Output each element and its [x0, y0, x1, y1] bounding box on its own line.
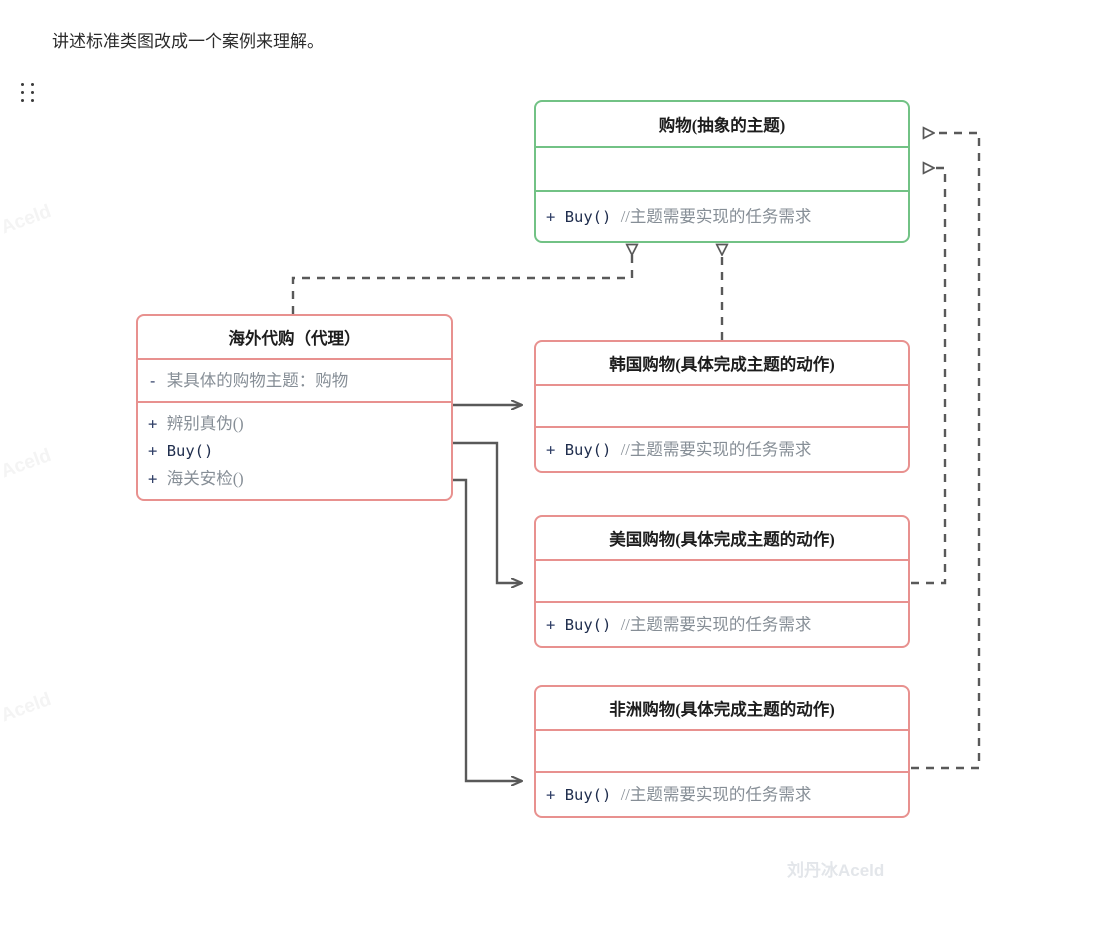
- uml-class-korea-shopping[interactable]: 韩国购物(具体完成主题的动作) + Buy() //主题需要实现的任务需求: [534, 340, 910, 473]
- uml-method: + Buy() //主题需要实现的任务需求: [546, 781, 898, 809]
- relation-africa-realizes-shopping: [911, 133, 981, 770]
- method-comment: //主题需要实现的任务需求: [620, 784, 812, 804]
- visibility-sigil: +: [148, 469, 158, 488]
- uml-class-title: 韩国购物(具体完成主题的动作): [536, 342, 908, 386]
- uml-class-title: 美国购物(具体完成主题的动作): [536, 517, 908, 561]
- method-comment: //主题需要实现的任务需求: [620, 439, 812, 459]
- uml-method: + 海关安检(): [148, 465, 441, 493]
- uml-method: + Buy(): [148, 438, 441, 465]
- uml-attributes-section: [536, 561, 908, 603]
- grip-dot: [31, 91, 34, 94]
- uml-method: + Buy() //主题需要实现的任务需求: [546, 436, 898, 464]
- method-signature: 海关安检(): [166, 468, 244, 488]
- uml-class-title: 购物(抽象的主题): [536, 102, 908, 148]
- grip-dot: [31, 99, 34, 102]
- visibility-sigil: +: [148, 441, 158, 460]
- visibility-sigil: +: [546, 615, 556, 634]
- method-signature: Buy(): [564, 207, 621, 226]
- uml-attributes-section: [536, 148, 908, 192]
- relation-usa-realizes-shopping: [911, 168, 947, 585]
- watermark-side: Aceld: [0, 444, 55, 483]
- uml-class-overseas-proxy[interactable]: 海外代购（代理） - 某具体的购物主题：购物 + 辨别真伪() + Buy() …: [136, 314, 453, 501]
- uml-class-title: 海外代购（代理）: [138, 316, 451, 360]
- method-signature: Buy(): [564, 440, 621, 459]
- uml-methods-section: + Buy() //主题需要实现的任务需求: [536, 192, 908, 241]
- method-comment: //主题需要实现的任务需求: [620, 614, 812, 634]
- visibility-sigil: -: [148, 371, 158, 390]
- attribute-text: 某具体的购物主题：购物: [166, 370, 349, 390]
- grip-dot: [21, 91, 24, 94]
- visibility-sigil: +: [546, 207, 556, 226]
- uml-method: + Buy() //主题需要实现的任务需求: [546, 611, 898, 639]
- method-signature: Buy(): [564, 785, 621, 804]
- uml-attributes-section: [536, 386, 908, 428]
- uml-method: + Buy() //主题需要实现的任务需求: [546, 203, 898, 231]
- watermark-side: Aceld: [0, 200, 55, 239]
- method-signature: 辨别真伪(): [166, 413, 244, 433]
- uml-methods-section: + Buy() //主题需要实现的任务需求: [536, 603, 908, 646]
- uml-class-usa-shopping[interactable]: 美国购物(具体完成主题的动作) + Buy() //主题需要实现的任务需求: [534, 515, 910, 648]
- uml-attribute: - 某具体的购物主题：购物: [148, 367, 441, 395]
- uml-attributes-section: [536, 731, 908, 773]
- relation-proxy-uses-usa: [453, 441, 522, 583]
- watermark-side: Aceld: [0, 688, 55, 727]
- grip-dot: [21, 99, 24, 102]
- watermark-author: 刘丹冰Aceld: [787, 861, 885, 880]
- grip-dot: [21, 83, 24, 86]
- visibility-sigil: +: [148, 414, 158, 433]
- uml-class-africa-shopping[interactable]: 非洲购物(具体完成主题的动作) + Buy() //主题需要实现的任务需求: [534, 685, 910, 818]
- method-comment: //主题需要实现的任务需求: [620, 206, 812, 226]
- visibility-sigil: +: [546, 440, 556, 459]
- page-title: 讲述标准类图改成一个案例来理解。: [52, 32, 324, 51]
- uml-methods-section: + 辨别真伪() + Buy() + 海关安检(): [138, 403, 451, 499]
- uml-class-title: 非洲购物(具体完成主题的动作): [536, 687, 908, 731]
- method-signature: Buy(): [166, 441, 214, 460]
- grip-dots-icon[interactable]: [21, 83, 35, 103]
- relation-proxy-realizes-shopping: [291, 245, 632, 314]
- uml-methods-section: + Buy() //主题需要实现的任务需求: [536, 428, 908, 471]
- uml-attributes-section: - 某具体的购物主题：购物: [138, 360, 451, 403]
- grip-dot: [31, 83, 34, 86]
- uml-methods-section: + Buy() //主题需要实现的任务需求: [536, 773, 908, 816]
- visibility-sigil: +: [546, 785, 556, 804]
- relation-proxy-uses-africa: [453, 478, 522, 781]
- method-signature: Buy(): [564, 615, 621, 634]
- uml-method: + 辨别真伪(): [148, 410, 441, 438]
- uml-class-shopping-abstract[interactable]: 购物(抽象的主题) + Buy() //主题需要实现的任务需求: [534, 100, 910, 243]
